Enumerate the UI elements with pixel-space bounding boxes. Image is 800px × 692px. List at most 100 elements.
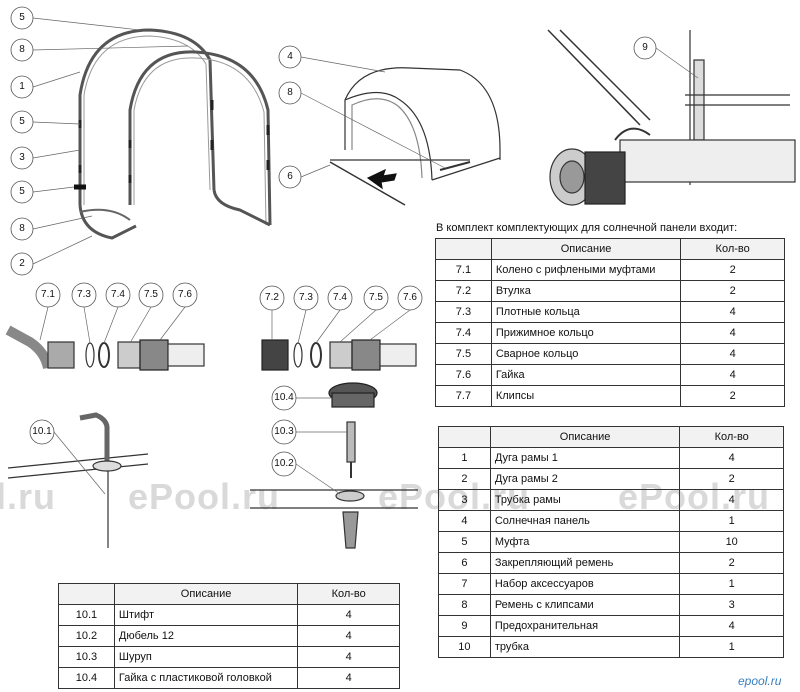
callout-panel-6: 6	[287, 171, 293, 182]
cell-qty: 4	[679, 489, 784, 511]
cell-qty: 2	[680, 385, 785, 407]
strap-drawing	[547, 29, 796, 206]
cell-desc: Сварное кольцо	[490, 343, 682, 365]
callout-panel-4: 4	[287, 51, 293, 62]
cell-desc: трубка	[489, 636, 681, 658]
cell-desc: Солнечная панель	[489, 510, 681, 532]
callout-panel-8: 8	[287, 87, 293, 98]
cell-num: 7.2	[435, 280, 492, 302]
cell-num: 4	[438, 510, 491, 532]
callout-elbow-7-1: 7.1	[41, 289, 55, 300]
cell-num: 5	[438, 531, 491, 553]
cell-qty: 2	[680, 259, 785, 281]
callout-strap-9: 9	[642, 42, 648, 53]
cell-num: 10.2	[58, 625, 115, 647]
epool-logo: epool.ru	[738, 674, 782, 688]
cell-num: 8	[438, 594, 491, 616]
cell-desc: Плотные кольца	[490, 301, 682, 323]
cell-qty: 4	[297, 646, 400, 668]
cell-num: 10.1	[58, 604, 115, 626]
callout-frame-5c: 5	[19, 186, 25, 197]
cell-num: 3	[438, 489, 491, 511]
callout-sleeve-7-6: 7.6	[403, 292, 417, 303]
cell-num: 10.3	[58, 646, 115, 668]
callout-elbow-7-3: 7.3	[77, 289, 91, 300]
cell-qty: 1	[679, 573, 784, 595]
kit-caption: В комплект комплектующих для солнечной п…	[436, 222, 738, 234]
cell-num: 7.5	[435, 343, 492, 365]
callout-frame-5b: 5	[19, 116, 25, 127]
cell-desc: Дуга рамы 2	[489, 468, 681, 490]
cell-desc: Дюбель 12	[113, 625, 299, 647]
cell-num: 9	[438, 615, 491, 637]
callout-anchor-10-2: 10.2	[274, 458, 294, 469]
callout-frame-5a: 5	[19, 12, 25, 23]
callout-sleeve-7-3: 7.3	[299, 292, 313, 303]
cell-qty: 4	[679, 615, 784, 637]
frame-drawing	[74, 28, 272, 240]
cell-num: 7.3	[435, 301, 492, 323]
callout-elbow-7-6: 7.6	[178, 289, 192, 300]
anchor-header-desc: Описание	[113, 583, 299, 605]
cell-num: 10	[438, 636, 491, 658]
cell-desc: Закрепляющий ремень	[489, 552, 681, 574]
parts-table-header: Описание Кол-во	[438, 426, 784, 448]
callout-anchor-10-4: 10.4	[274, 392, 294, 403]
pin-drawing	[7, 412, 149, 548]
anchor-table-header: Описание Кол-во	[58, 583, 400, 605]
callout-sleeve-7-4: 7.4	[333, 292, 347, 303]
kit-header-num	[435, 238, 492, 260]
cell-qty: 1	[679, 636, 784, 658]
callout-frame-3: 3	[19, 152, 25, 163]
cell-desc: Трубка рамы	[489, 489, 681, 511]
cell-qty: 2	[680, 280, 785, 302]
cell-qty: 4	[297, 625, 400, 647]
cell-qty: 4	[679, 447, 784, 469]
cell-qty: 4	[297, 667, 400, 689]
cell-num: 6	[438, 552, 491, 574]
cell-qty: 2	[679, 552, 784, 574]
panel-drawing	[329, 67, 501, 206]
callout-frame-1: 1	[19, 81, 25, 92]
cell-num: 1	[438, 447, 491, 469]
cell-qty: 10	[679, 531, 784, 553]
cell-desc: Колено с рифлеными муфтами	[490, 259, 682, 281]
cell-desc: Прижимное кольцо	[490, 322, 682, 344]
parts-header-qty: Кол-во	[679, 426, 784, 448]
callout-anchor-10-3: 10.3	[274, 426, 294, 437]
cell-qty: 4	[680, 322, 785, 344]
cell-qty: 4	[680, 343, 785, 365]
cell-num: 7.6	[435, 364, 492, 386]
parts-header-desc: Описание	[489, 426, 681, 448]
elbow-drawing	[5, 325, 205, 371]
cell-desc: Клипсы	[490, 385, 682, 407]
cell-num: 7.1	[435, 259, 492, 281]
cell-qty: 4	[680, 364, 785, 386]
cell-qty: 4	[680, 301, 785, 323]
cell-desc: Ремень с клипсами	[489, 594, 681, 616]
callout-sleeve-7-2: 7.2	[265, 292, 279, 303]
cell-num: 7.4	[435, 322, 492, 344]
cell-desc: Втулка	[490, 280, 682, 302]
callout-elbow-7-5: 7.5	[144, 289, 158, 300]
cell-desc: Гайка	[490, 364, 682, 386]
cell-desc: Набор аксессуаров	[489, 573, 681, 595]
